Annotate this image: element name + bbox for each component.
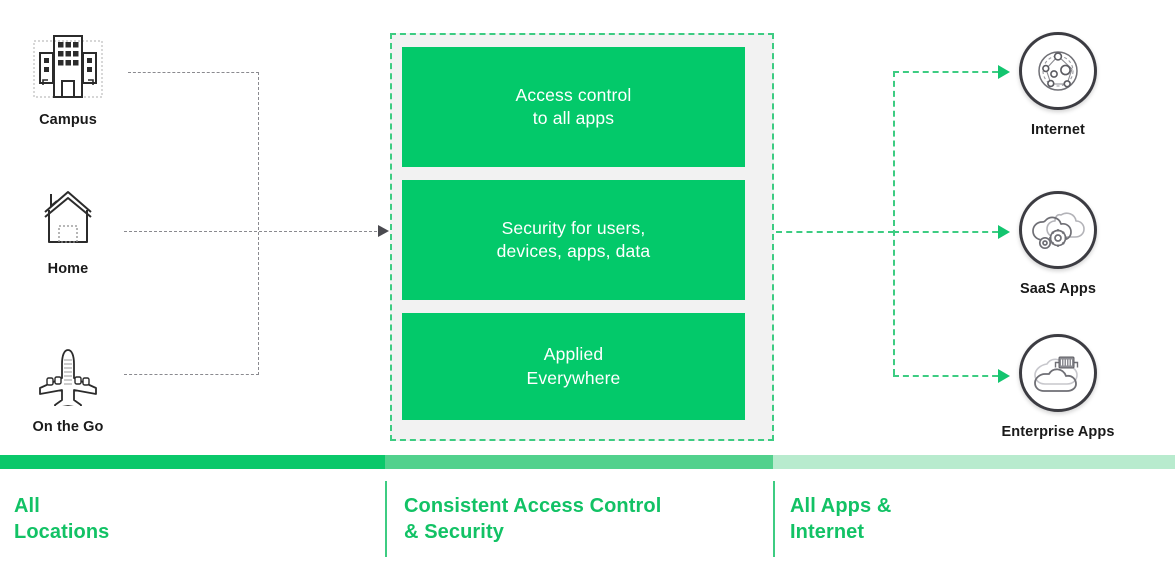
connector-saas-apps xyxy=(893,231,1008,233)
cloud-gears-icon xyxy=(1019,191,1097,269)
location-node-campus: Campus xyxy=(0,32,136,128)
legend-divider xyxy=(773,481,775,557)
connector-internet xyxy=(893,71,1008,73)
legend-label: Consistent Access Control & Security xyxy=(404,495,662,544)
connector-arrow-enterprise-apps xyxy=(998,369,1010,383)
connector-arrow-saas-apps xyxy=(998,225,1010,239)
capability-card-text: Security for users,devices, apps, data xyxy=(496,217,651,261)
legend-column-access-control: Consistent Access Control & Security xyxy=(385,469,773,565)
legend-divider xyxy=(385,481,387,557)
airplane-icon xyxy=(0,339,136,411)
connector-left-trunk xyxy=(258,72,259,375)
location-node-on-the-go: On the Go xyxy=(0,339,136,435)
legend-bar-segment-access-control xyxy=(385,455,773,469)
connector-arrow-internet xyxy=(998,65,1010,79)
destination-node-internet: Internet xyxy=(978,32,1138,138)
capability-card-security: Security for users,devices, apps, data xyxy=(402,180,745,300)
destination-label: Internet xyxy=(1031,122,1085,138)
location-node-home: Home xyxy=(0,181,136,277)
legend-label: All Locations xyxy=(14,495,110,544)
connector-home-to-center xyxy=(124,231,382,232)
destination-node-enterprise-apps: Enterprise Apps xyxy=(978,334,1138,440)
connector-center-to-apps xyxy=(776,231,894,233)
network-nodes-icon xyxy=(1019,32,1097,110)
cloud-server-icon xyxy=(1019,334,1097,412)
connector-arrow-into-center xyxy=(378,225,389,237)
location-label: On the Go xyxy=(32,419,104,435)
destination-node-saas-apps: SaaS Apps xyxy=(978,191,1138,297)
legend-bar-segment-apps xyxy=(773,455,1175,469)
legend-bar-segment-locations xyxy=(0,455,385,469)
connector-enterprise-apps xyxy=(893,375,1008,377)
legend-label: All Apps & Internet xyxy=(790,495,892,544)
location-label: Home xyxy=(47,261,89,277)
location-label: Campus xyxy=(39,112,97,128)
legend-column-apps: All Apps & Internet xyxy=(773,469,1175,565)
destination-label: SaaS Apps xyxy=(1019,281,1097,297)
connector-on-the-go xyxy=(124,374,259,375)
destination-label: Enterprise Apps xyxy=(1001,424,1115,440)
office-building-icon xyxy=(0,32,136,104)
legend-column-locations: All Locations xyxy=(0,469,385,565)
house-icon xyxy=(0,181,136,253)
legend-bar: All Locations Consistent Access Control … xyxy=(0,455,1175,565)
connector-campus xyxy=(128,72,259,73)
connector-right-trunk xyxy=(893,71,895,375)
